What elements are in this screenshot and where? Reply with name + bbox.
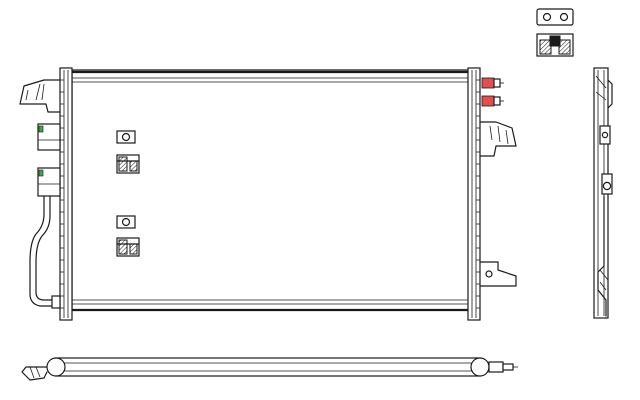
mounting-bracket-top-left — [19, 79, 61, 113]
mounting-bracket-top-right — [479, 121, 517, 157]
bracket-section-upper — [116, 154, 140, 174]
sensor-ports — [481, 77, 504, 107]
fitting-detail-lower — [116, 215, 136, 229]
sensor-port-upper — [481, 77, 495, 89]
condenser-bottom-view — [21, 357, 518, 381]
mounting-bracket-bottom-right — [479, 261, 517, 287]
bracket-detail — [536, 33, 574, 57]
left-pipe-assembly — [29, 123, 61, 309]
bottom-end-cap-right — [470, 357, 490, 377]
right-header-tank — [467, 67, 481, 321]
left-header-tank — [59, 67, 73, 321]
sensor-port-lower — [481, 95, 495, 107]
core-outline — [71, 69, 471, 311]
bracket-section-lower — [116, 237, 140, 257]
condenser-side-view — [593, 67, 613, 319]
fitting-detail — [536, 8, 574, 26]
bottom-end-cap-left — [46, 357, 66, 377]
green-clip — [38, 125, 44, 133]
condenser-front-view — [19, 67, 517, 321]
fitting-detail-upper — [116, 130, 136, 144]
